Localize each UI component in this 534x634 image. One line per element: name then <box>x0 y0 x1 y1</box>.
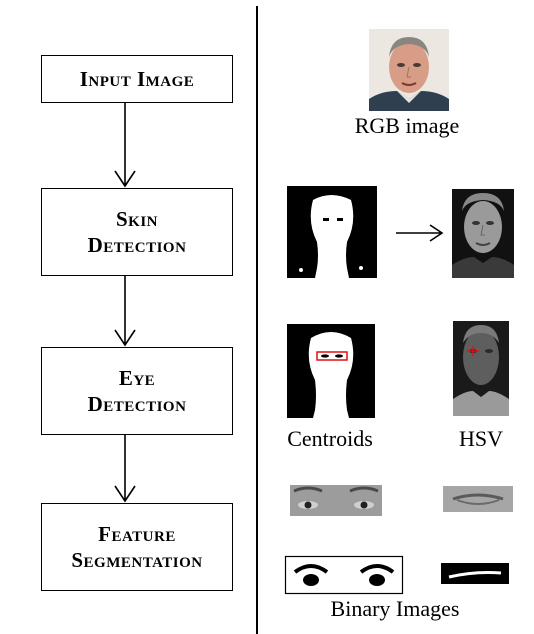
step-feature-segmentation: Feature Segmentation <box>41 503 233 591</box>
caption-rgb-image: RGB image <box>354 113 460 138</box>
binary-skin-mask <box>287 186 377 278</box>
mouth-region-image <box>443 486 513 512</box>
rgb-face-image <box>369 29 449 111</box>
step-feature-segmentation-label: Feature Segmentation <box>71 522 203 572</box>
panel-divider <box>256 6 258 634</box>
step-skin-detection: Skin Detection <box>41 188 233 276</box>
centroids-mask-image <box>287 324 375 418</box>
binary-mouth-image <box>441 563 509 584</box>
caption-binary-images: Binary Images <box>330 596 460 621</box>
step-skin-detection-label: Skin Detection <box>87 207 187 257</box>
grayscale-face-image <box>452 189 514 278</box>
hsv-face-image <box>453 321 509 416</box>
step-eye-detection: Eye Detection <box>41 347 233 435</box>
transform-arrow <box>396 224 444 242</box>
eye-region-image <box>290 485 382 516</box>
arrow-3 <box>114 435 136 503</box>
step-eye-detection-label: Eye Detection <box>87 366 187 416</box>
step-input-image: Input Image <box>41 55 233 103</box>
arrow-1 <box>114 103 136 188</box>
caption-centroids: Centroids <box>287 426 373 451</box>
step-input-image-label: Input Image <box>79 67 195 91</box>
binary-eyes-image <box>284 555 404 595</box>
caption-hsv: HSV <box>458 426 503 451</box>
arrow-2 <box>114 276 136 347</box>
